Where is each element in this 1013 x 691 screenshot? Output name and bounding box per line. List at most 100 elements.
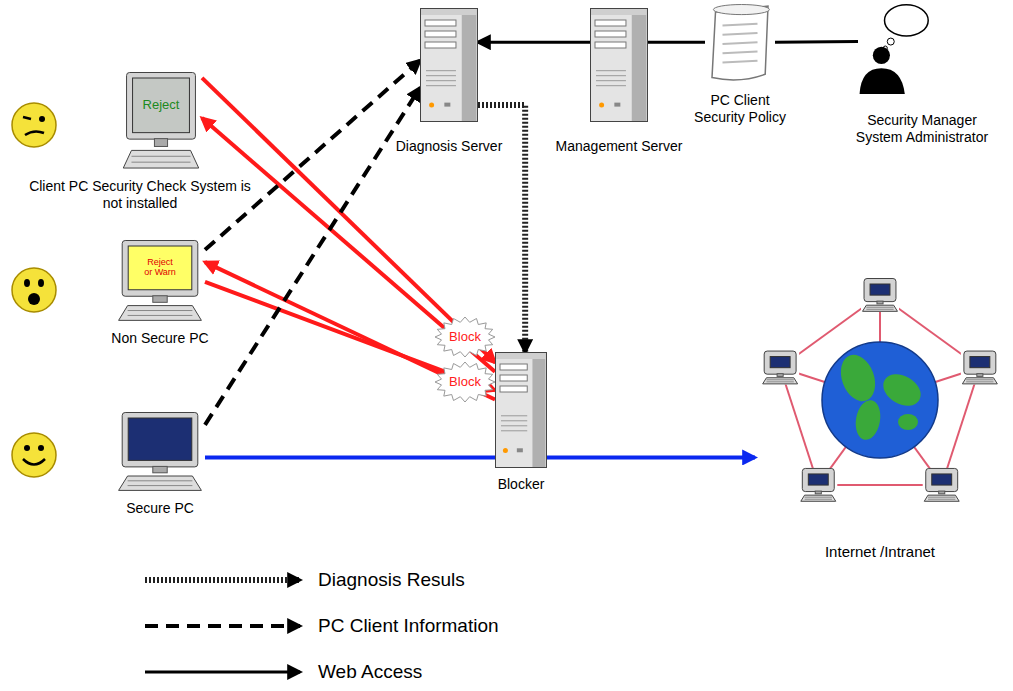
client-info-arrow (205, 60, 420, 249)
network-pc (799, 468, 837, 502)
icon-group (860, 5, 929, 94)
screen-text: Reject or Warn (143, 258, 177, 278)
node-label: Security Manager System Administrator (847, 112, 997, 146)
pc-icon (120, 72, 202, 170)
key-row (805, 497, 832, 498)
pc-icon (115, 412, 205, 492)
node-label: Client PC Security Check System is not i… (25, 178, 255, 212)
block-burst (435, 317, 495, 357)
key-row (928, 497, 955, 498)
vent-line (596, 80, 626, 81)
server-body (591, 9, 648, 122)
server-top (421, 9, 477, 15)
policy-line (648, 41, 705, 44)
policy-line (775, 40, 858, 44)
network-link (780, 368, 818, 485)
blocker: Blocker (495, 352, 547, 468)
monitor-neck (777, 374, 783, 377)
key-row (128, 315, 193, 316)
policy-paper (712, 6, 768, 80)
vent-line (501, 420, 527, 421)
node-label: Non Secure PC (111, 330, 208, 347)
key-row (966, 379, 993, 380)
smiley-mouth (23, 459, 45, 465)
key-row (805, 499, 832, 500)
server-side (532, 353, 545, 467)
monitor-screen (932, 474, 952, 485)
block-label: Block (449, 374, 481, 390)
legend-sample (145, 671, 300, 674)
icon-group (119, 413, 202, 491)
key-row (131, 162, 190, 163)
key-row (866, 309, 893, 310)
legend-label: PC Client Information (318, 615, 499, 638)
key-row (866, 307, 893, 308)
legend-sample (145, 624, 300, 628)
monitor-screen (808, 474, 828, 485)
vent-line (596, 75, 626, 76)
monitor-screen (133, 78, 190, 133)
monitor-neck (154, 139, 167, 147)
pc-backdrop (861, 278, 899, 312)
server-icon (420, 8, 478, 122)
person-body (860, 68, 905, 94)
monitor-screen (128, 246, 192, 290)
monitor-neck (877, 301, 883, 304)
node-label: Secure PC (126, 500, 194, 517)
icon-group (496, 353, 547, 468)
monitor-neck (153, 296, 167, 303)
text-line (723, 61, 758, 63)
vent-line (596, 85, 626, 86)
server-side (462, 9, 477, 121)
icon-group (761, 278, 999, 502)
power-led (599, 102, 604, 107)
monitor-frame (122, 413, 198, 467)
person-icon (858, 2, 936, 94)
smiley-mouth (28, 293, 40, 305)
key-row (128, 480, 193, 481)
icon-group (123, 73, 198, 169)
drive-bay (425, 42, 456, 48)
client-pc: RejectClient PC Security Check System is… (120, 72, 202, 170)
keyboard (801, 495, 836, 501)
monitor-frame (964, 351, 996, 374)
node-label: Internet /Intranet (825, 543, 935, 561)
client-info-arrow (205, 88, 420, 425)
key-row (766, 381, 793, 382)
network-pc (923, 468, 961, 502)
vent-line (596, 70, 626, 71)
power-button (614, 103, 620, 107)
smiley-face (12, 433, 56, 477)
drive-bay (595, 20, 626, 26)
drive-bay (425, 31, 456, 37)
smiley-face (12, 103, 56, 147)
keyboard (119, 476, 202, 490)
text-line (723, 42, 758, 44)
pc-backdrop (761, 351, 799, 385)
keyboard (119, 306, 202, 321)
node-label: Diagnosis Server (396, 138, 503, 155)
happy-smiley (12, 433, 56, 477)
monitor-screen (870, 284, 890, 295)
doc-icon (705, 2, 775, 86)
policy-arrow (478, 41, 590, 44)
smiley-eye (38, 279, 44, 287)
continent (835, 350, 881, 406)
globe (822, 342, 938, 458)
drive-bay (500, 364, 527, 370)
legend-label: Diagnosis Resuls (318, 569, 465, 592)
diagnosis-server: Diagnosis Server (420, 8, 478, 122)
vent-line (426, 75, 456, 76)
drive-bay (595, 31, 626, 37)
monitor-screen (128, 418, 192, 460)
thought-dot (887, 38, 894, 45)
block-label: Block (449, 329, 481, 345)
drive-bay (500, 375, 527, 381)
vent-line (501, 425, 527, 426)
drive-bay (500, 386, 527, 392)
monitor-frame (802, 468, 834, 491)
monitor-neck (939, 491, 945, 494)
node-label: Management Server (556, 138, 683, 155)
key-row (128, 310, 193, 311)
